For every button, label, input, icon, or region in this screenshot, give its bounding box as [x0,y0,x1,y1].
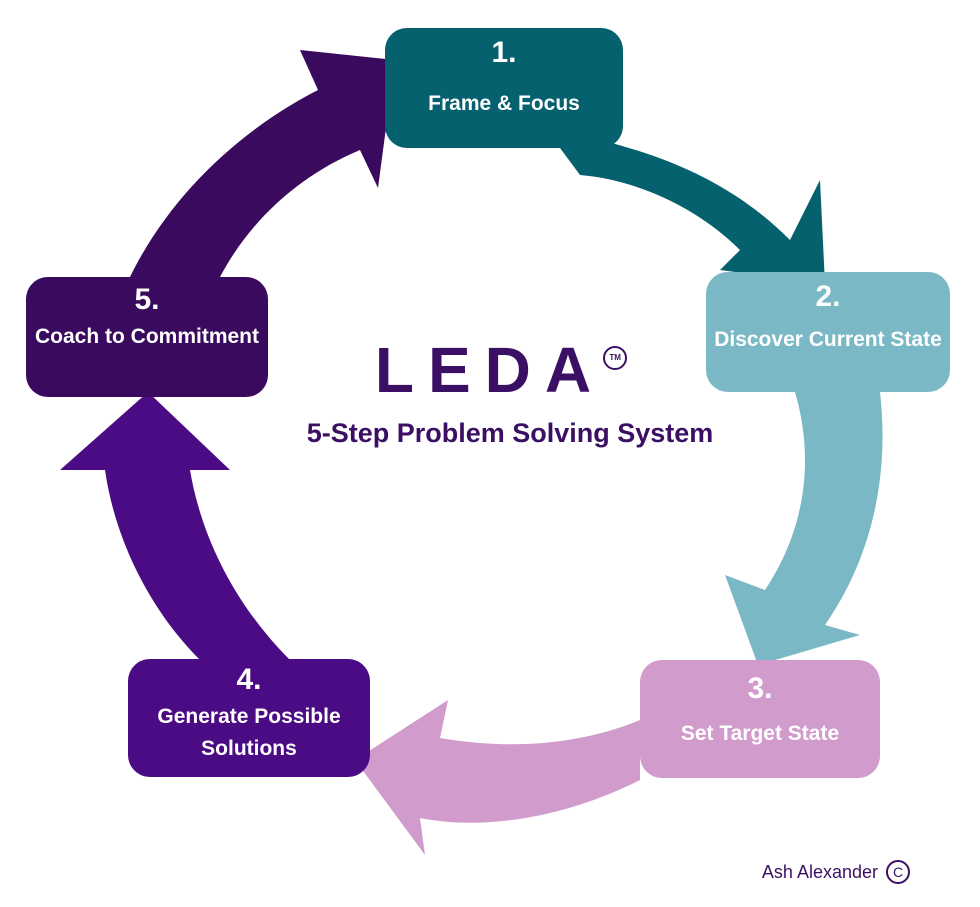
step-2-box: 2. Discover Current State [706,272,950,392]
arrow-3-to-4 [355,700,640,855]
arrow-2-to-3 [725,392,883,665]
step-3-label: Set Target State [680,722,840,745]
arrow-5-to-1 [130,50,395,277]
step-4-box: 4. Generate Possible Solutions [128,659,370,777]
brand-name: LEDA [374,334,606,406]
step-1-box: 1. Frame & Focus [385,28,623,148]
step-2-number: 2. [815,280,841,313]
step-1-label: Frame & Focus [428,92,580,115]
step-3-box: 3. Set Target State [640,660,880,778]
arrow-1-to-2 [560,140,825,284]
step-2-label: Discover Current State [714,328,942,351]
credit-author: Ash Alexander [761,861,878,882]
step-4-label: Generate Possible Solutions [157,705,341,760]
step-5-label: Coach to Commitment [34,325,259,348]
arrow-4-to-5 [60,392,290,660]
subtitle: 5-Step Problem Solving System [306,418,714,448]
step-1-number: 1. [491,36,517,69]
step-5-number: 5. [134,283,160,316]
credit: Ash Alexander C [762,860,910,884]
trademark-icon: TM [603,346,628,370]
step-3-number: 3. [747,672,773,705]
step-4-number: 4. [236,663,262,696]
copyright-icon: C [886,860,910,884]
step-5-box: 5. Coach to Commitment [26,277,268,397]
